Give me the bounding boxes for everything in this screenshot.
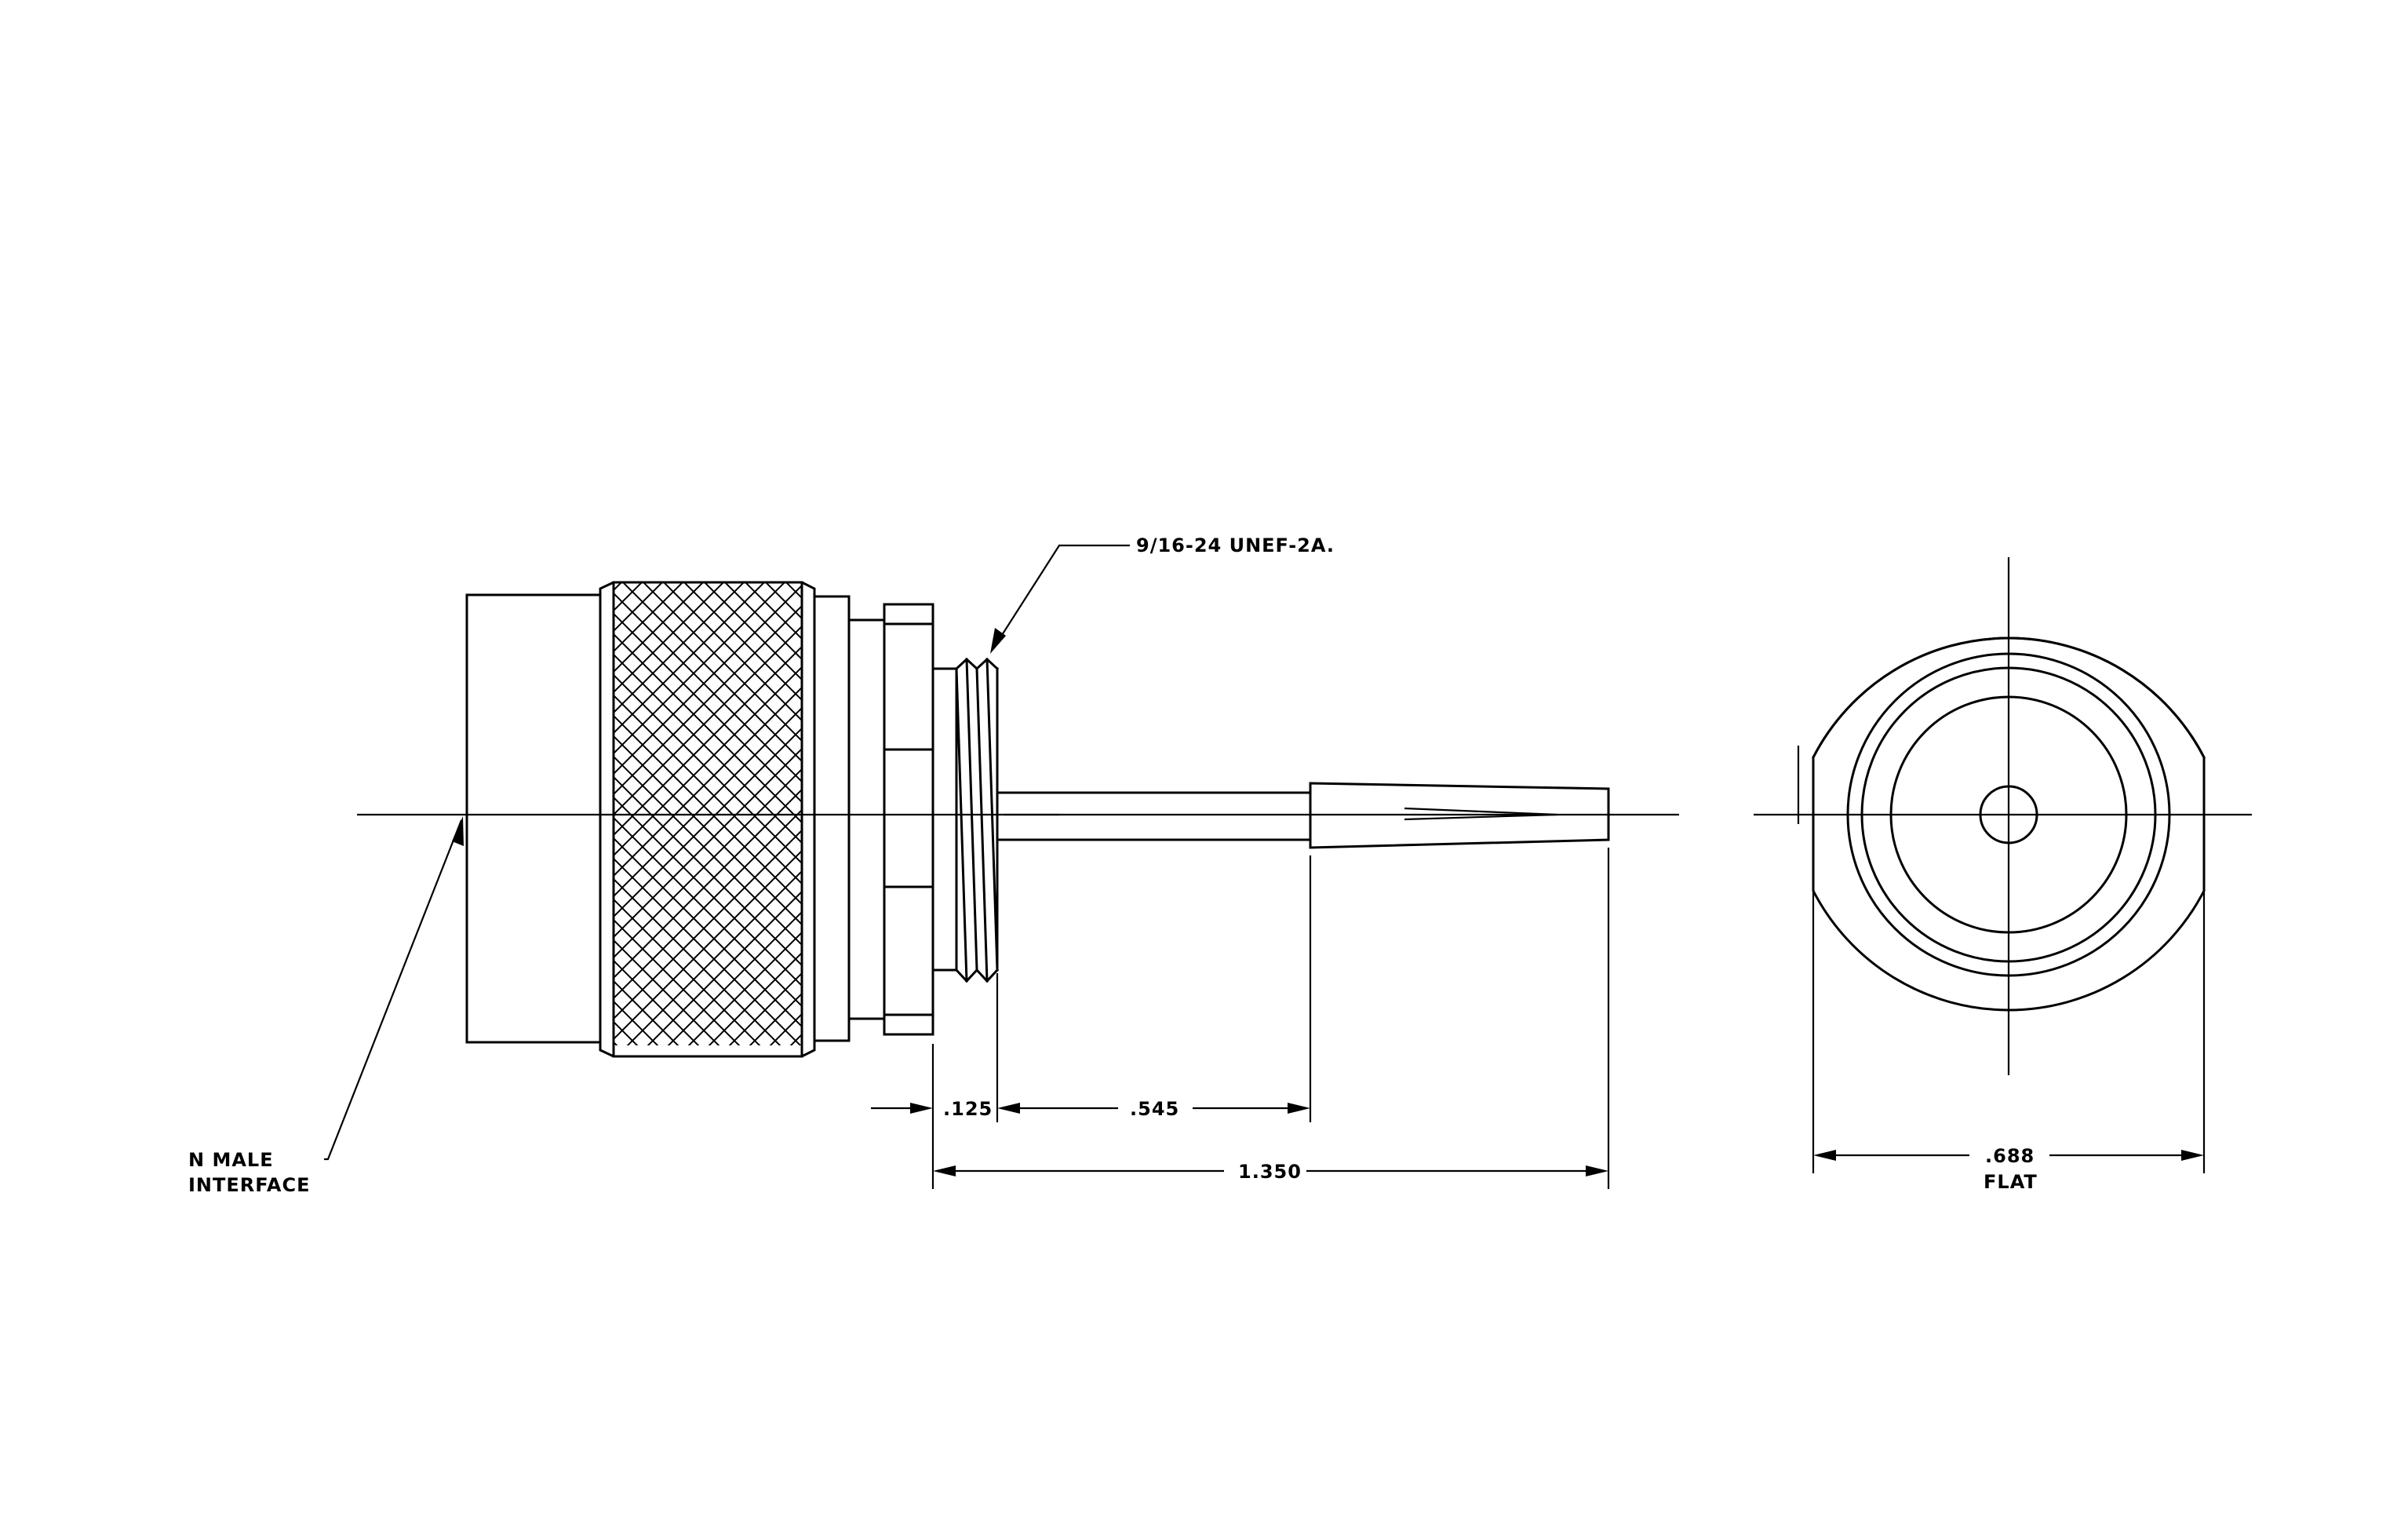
ring-2 — [1846, 652, 2171, 977]
ring-4 — [1889, 695, 2128, 934]
dim-545-label: .545 — [1130, 1098, 1179, 1120]
dim-688-label: .688 — [1985, 1145, 2035, 1167]
interface-arrow-icon — [452, 816, 464, 846]
knurl-area — [614, 582, 802, 1045]
collar — [813, 595, 851, 1042]
dim-688-note: FLAT — [1984, 1171, 2038, 1193]
interface-callout: N MALE INTERFACE — [188, 816, 464, 1196]
thread-lines — [954, 657, 1000, 983]
pin-slot — [1404, 807, 1558, 821]
contact-pin — [1309, 782, 1610, 849]
thread-spec-label: 9/16-24 UNEF-2A. — [1136, 534, 1335, 556]
thread-callout: 9/16-24 UNEF-2A. — [990, 534, 1335, 654]
thread-arrow-icon — [990, 628, 1006, 654]
ring-3 — [1860, 666, 2157, 963]
collar-inner — [847, 618, 886, 1020]
center-contact — [1979, 785, 2038, 844]
outer-ring — [1811, 636, 2206, 760]
interface-label-line2: INTERFACE — [188, 1174, 310, 1196]
end-view: .688 FLAT — [1754, 557, 2252, 1193]
dimension-lines: .125 .545 1.350 — [871, 848, 1610, 1189]
dim-1350-label: 1.350 — [1238, 1161, 1302, 1183]
dim-125-label: .125 — [943, 1098, 993, 1120]
side-view — [357, 581, 1679, 1058]
knurl-border — [612, 581, 803, 1058]
interface-body — [465, 593, 602, 1044]
thread-base — [931, 667, 958, 972]
interface-label-line1: N MALE — [188, 1149, 274, 1171]
hex-nut — [883, 603, 934, 1036]
